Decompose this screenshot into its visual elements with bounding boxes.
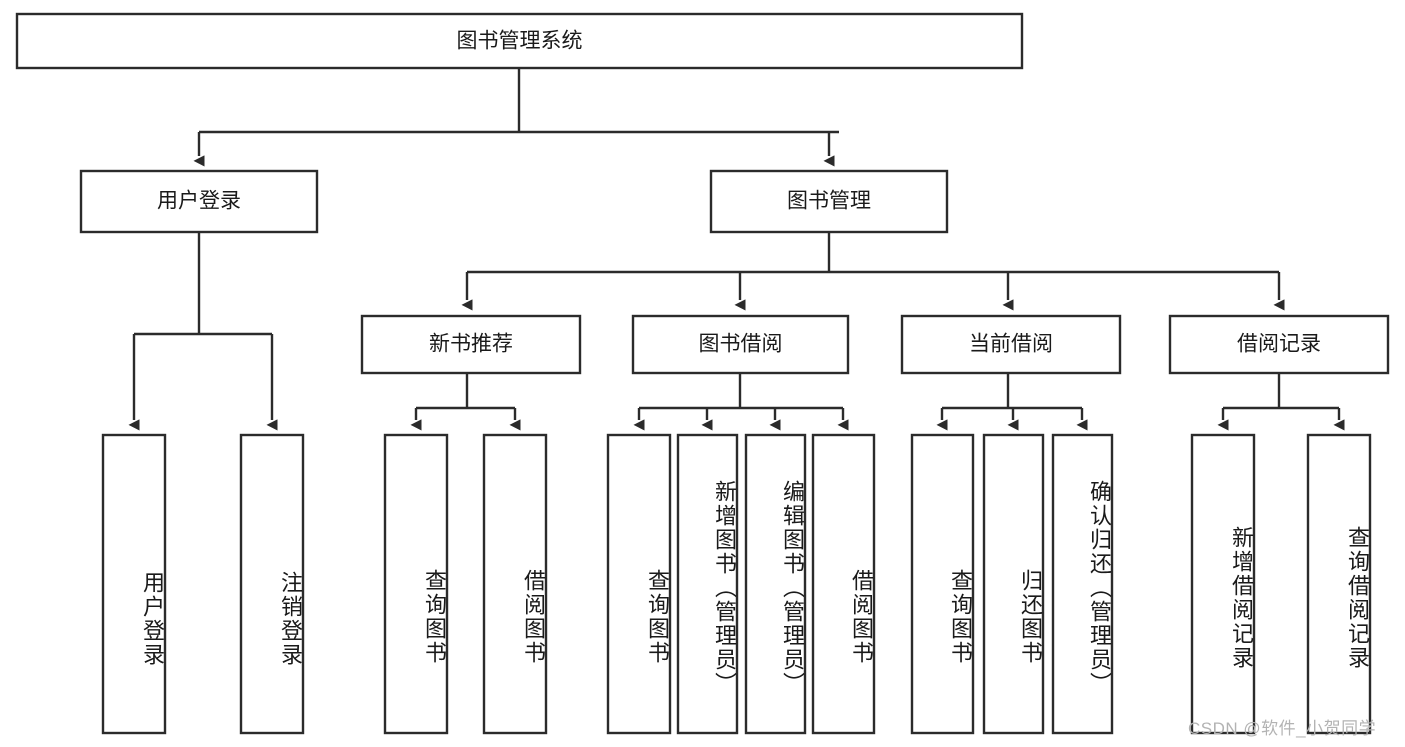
node-leaf-user-login[interactable] bbox=[101, 433, 167, 735]
node-book-borrow-label: 图书借阅 bbox=[699, 333, 783, 356]
node-leaf-return-book[interactable] bbox=[982, 433, 1045, 735]
edge-borrow-record-to-leaves bbox=[1223, 373, 1339, 420]
node-current-borrow[interactable]: 当前借阅 bbox=[900, 314, 1122, 375]
node-leaf-add-book[interactable] bbox=[676, 433, 739, 735]
node-new-book-recommend[interactable]: 新书推荐 bbox=[360, 314, 582, 375]
node-leaf-confirm-return[interactable] bbox=[1051, 433, 1114, 735]
node-leaf-borrow-book-rec[interactable] bbox=[482, 433, 548, 735]
node-leaf-borrow-book[interactable] bbox=[811, 433, 876, 735]
node-borrow-record[interactable]: 借阅记录 bbox=[1168, 314, 1390, 375]
edge-root-to-level2 bbox=[199, 68, 839, 156]
edge-new-book-recommend-to-leaves bbox=[416, 373, 515, 420]
csdn-watermark: CSDN @软件_小贺同学 bbox=[1188, 719, 1377, 738]
node-leaf-add-record[interactable] bbox=[1190, 433, 1256, 735]
node-book-borrow[interactable]: 图书借阅 bbox=[631, 314, 850, 375]
edge-book-borrow-to-leaves bbox=[639, 373, 843, 420]
node-root-label: 图书管理系统 bbox=[457, 30, 583, 53]
node-root[interactable]: 图书管理系统 bbox=[15, 12, 1024, 70]
node-user-login[interactable]: 用户登录 bbox=[79, 169, 319, 234]
node-current-borrow-label: 当前借阅 bbox=[969, 333, 1053, 356]
node-book-manage[interactable]: 图书管理 bbox=[709, 169, 949, 234]
node-leaf-logout[interactable] bbox=[239, 433, 305, 735]
node-leaf-query-record[interactable] bbox=[1306, 433, 1372, 735]
node-borrow-record-label: 借阅记录 bbox=[1237, 333, 1321, 356]
node-user-login-label: 用户登录 bbox=[157, 190, 241, 213]
node-book-manage-label: 图书管理 bbox=[787, 190, 871, 213]
edge-book-manage-to-level3 bbox=[467, 232, 1279, 300]
node-leaf-query-book-current[interactable] bbox=[910, 433, 975, 735]
node-leaf-query-book-rec[interactable] bbox=[383, 433, 449, 735]
edge-user-login-to-leaves bbox=[134, 232, 272, 420]
node-new-book-recommend-label: 新书推荐 bbox=[429, 333, 513, 356]
edge-current-borrow-to-leaves bbox=[942, 373, 1082, 420]
node-leaf-edit-book[interactable] bbox=[744, 433, 807, 735]
node-leaf-query-book-borrow[interactable] bbox=[606, 433, 672, 735]
